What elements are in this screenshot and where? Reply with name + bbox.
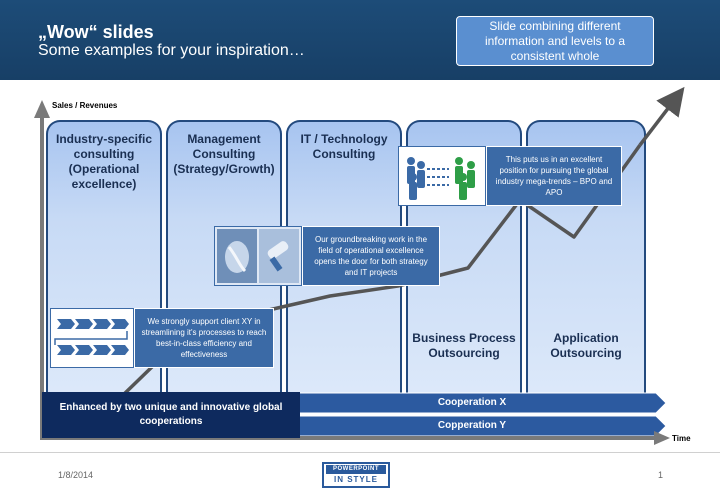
y-axis-arrow (34, 100, 50, 118)
people-group-icon (407, 157, 475, 200)
process-flow-image (50, 308, 134, 368)
slide-title: „Wow“ slides (38, 22, 154, 42)
footer-divider (0, 452, 720, 453)
logo-bottom-text: IN STYLE (333, 475, 378, 484)
powerpoint-in-style-logo: POWERPOINT IN STYLE (322, 462, 390, 488)
slide-subtitle: Some examples for your inspiration… (38, 42, 305, 59)
process-arrows-icon (54, 319, 129, 355)
top-callout: Slide combining different information an… (456, 16, 654, 66)
operational-images (214, 226, 302, 286)
footer-date: 1/8/2014 (58, 470, 94, 480)
y-axis-label: Sales / Revenues (52, 101, 118, 110)
x-axis-arrow (654, 431, 670, 445)
x-axis-label: Time (672, 434, 691, 443)
cooperations-summary: Enhanced by two unique and innovative gl… (42, 392, 300, 438)
logo-top-text: POWERPOINT (326, 465, 386, 474)
cooperation-y-label: Copperation Y (437, 420, 507, 431)
column-label: Management Consulting (Strategy/Growth) (173, 132, 275, 176)
operational-photo-icon (217, 229, 299, 283)
column-label: Business Process Outsourcing (412, 331, 516, 360)
column-label: IT / Technology Consulting (300, 132, 388, 161)
cooperation-x-label: Cooperation X (437, 397, 507, 408)
operational-callout: Our groundbreaking work in the field of … (302, 226, 440, 286)
page-number: 1 (658, 470, 664, 480)
column-label: Industry-specific consulting (Operationa… (55, 132, 153, 191)
megatrends-callout: This puts us in an excellent position fo… (486, 146, 622, 206)
megatrends-image (398, 146, 486, 206)
trend-line-arrow (638, 86, 685, 147)
column-label: Application Outsourcing (550, 331, 622, 360)
process-callout: We strongly support client XY in streaml… (134, 308, 274, 368)
